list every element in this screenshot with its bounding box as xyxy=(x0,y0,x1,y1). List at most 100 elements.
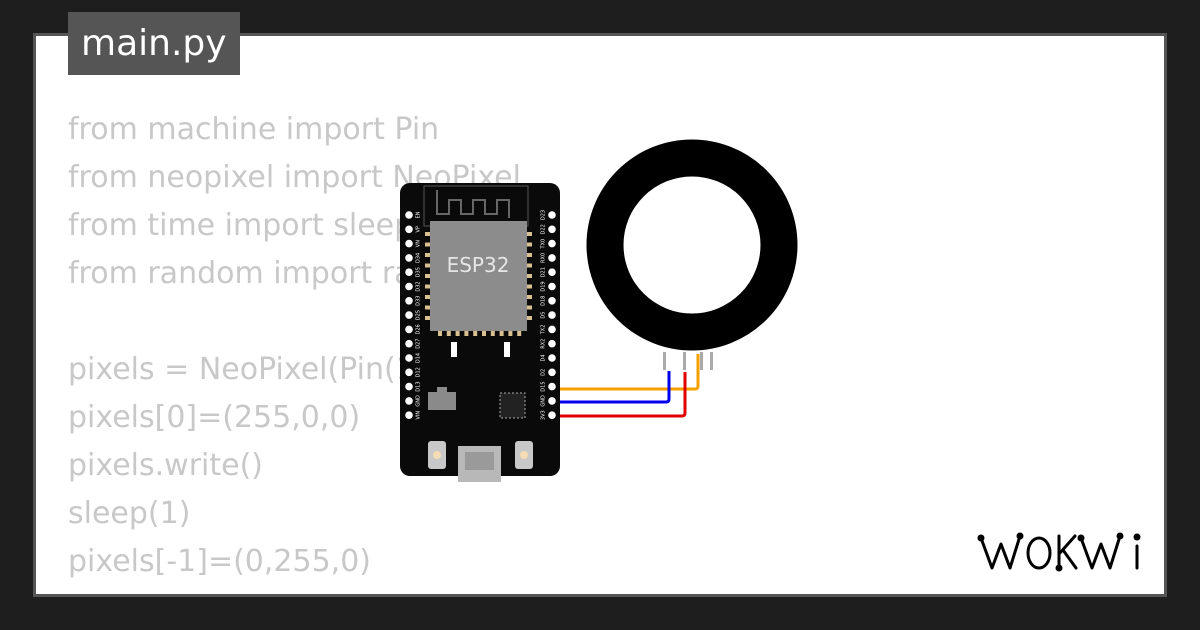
antenna-area xyxy=(423,185,529,227)
pin-hole-rx2[interactable] xyxy=(547,338,557,349)
chip-pin xyxy=(517,329,522,336)
pin-label-d23: D23 xyxy=(541,210,547,220)
board-led-1 xyxy=(451,342,457,357)
pin-hole-vn[interactable] xyxy=(404,238,414,249)
pin-hole-d23[interactable] xyxy=(547,210,557,220)
pin-hole-d21[interactable] xyxy=(547,267,557,278)
pin-hole-d35[interactable] xyxy=(404,267,414,278)
en-button-cap xyxy=(433,451,441,459)
pin-hole-d12[interactable] xyxy=(404,367,414,378)
chip-pin xyxy=(425,263,432,268)
chip-pin xyxy=(425,232,432,236)
logo-dot xyxy=(1016,532,1024,540)
pin-hole-d32[interactable] xyxy=(404,281,414,292)
pin-label-d34: D34 xyxy=(416,253,422,263)
pin-label-d4: D4 xyxy=(541,354,547,361)
voltage-regulator xyxy=(428,392,456,410)
pin-hole-vin[interactable] xyxy=(404,410,414,421)
pin-hole-tx2[interactable] xyxy=(547,324,557,335)
chip-pin xyxy=(438,329,442,336)
pin-hole-d19[interactable] xyxy=(547,281,557,292)
left-pin-header xyxy=(404,210,414,421)
logo-dot xyxy=(1133,533,1141,541)
pin-label-3v3: 3V3 xyxy=(541,410,547,420)
pin-hole-d33[interactable] xyxy=(404,296,414,306)
left-pin-labels: ENVPVND34D35D32D33D25D26D27D14D12D13GNDV… xyxy=(416,211,422,419)
pin-hole-vp[interactable] xyxy=(404,224,414,235)
pin-label-d13: D13 xyxy=(416,381,422,391)
file-tab-label: main.py xyxy=(81,23,227,64)
chip-pins xyxy=(425,232,532,336)
chip-pin xyxy=(425,242,432,247)
ring-body xyxy=(586,139,798,351)
pin-hole-en[interactable] xyxy=(404,210,414,220)
chip-pin xyxy=(525,316,532,320)
pin-hole-d22[interactable] xyxy=(547,224,557,235)
wire-data[interactable] xyxy=(552,354,700,391)
wire-power[interactable] xyxy=(552,372,687,418)
chip-pin xyxy=(425,274,432,278)
chip-pin xyxy=(525,305,532,310)
wires xyxy=(552,354,700,418)
chip-pin xyxy=(525,284,532,289)
pin-label-d2: D2 xyxy=(541,369,547,376)
pin-hole-d26[interactable] xyxy=(404,324,414,335)
pin-hole-d27[interactable] xyxy=(404,338,414,349)
pin-hole-gnd[interactable] xyxy=(404,396,414,406)
wokwi-logo[interactable] xyxy=(975,526,1150,578)
file-tab[interactable]: main.py xyxy=(68,12,240,75)
pin-hole-d5[interactable] xyxy=(547,310,557,320)
ring-pin-din xyxy=(700,352,703,370)
ring-pin-gnd xyxy=(663,352,666,370)
pin-hole-d13[interactable] xyxy=(404,381,414,392)
pin-hole-rx0[interactable] xyxy=(547,253,557,263)
esp32-board[interactable]: ESP32 ENVPVND34D35D32D33D25D26D27D14D12D… xyxy=(400,183,560,482)
pin-hole-d18[interactable] xyxy=(547,296,557,306)
regulator-tab xyxy=(437,387,447,394)
pin-label-d22: D22 xyxy=(541,224,547,234)
code-line: pixels[0]=(255,0,0) xyxy=(68,400,361,435)
pin-label-d14: D14 xyxy=(416,353,422,363)
pin-hole-d34[interactable] xyxy=(404,253,414,263)
esp32-chip xyxy=(430,221,527,331)
chip-pin xyxy=(425,305,432,310)
pin-hole-d14[interactable] xyxy=(404,353,414,363)
code-line: from time import sleep xyxy=(68,208,414,243)
pin-hole-3v3[interactable] xyxy=(547,410,557,421)
pin-hole-d15[interactable] xyxy=(547,381,557,392)
pin-hole-d25[interactable] xyxy=(404,310,414,320)
pin-label-rx0: RX0 xyxy=(541,253,547,263)
chip-pin xyxy=(446,329,451,336)
antenna-trace xyxy=(436,190,510,218)
pin-label-d5: D5 xyxy=(541,312,547,319)
micro-usb-opening xyxy=(465,452,494,470)
right-pin-labels: D23D22TX0RX0D21D19D18D5TX2RX2D4D2D15GND3… xyxy=(541,210,547,420)
code-line: pixels.write() xyxy=(68,448,263,483)
pin-label-d25: D25 xyxy=(416,310,422,320)
neopixel-ring[interactable] xyxy=(586,139,798,370)
chip-pin xyxy=(473,329,478,336)
wire-ground[interactable] xyxy=(552,371,671,404)
chip-pin xyxy=(508,329,513,336)
chip-pin xyxy=(525,242,532,247)
pin-hole-d2[interactable] xyxy=(547,367,557,378)
pin-label-d32: D32 xyxy=(416,281,422,291)
pin-hole-tx0[interactable] xyxy=(547,238,557,249)
logo-dot xyxy=(977,534,985,542)
logo-letter-o xyxy=(1026,536,1052,570)
logo-dot xyxy=(1077,534,1085,542)
pin-hole-gnd[interactable] xyxy=(547,396,557,406)
chip-pin xyxy=(525,232,532,236)
chip-pin xyxy=(425,295,432,299)
chip-pin xyxy=(425,284,432,289)
pin-label-gnd: GND xyxy=(416,395,422,407)
chip-pin xyxy=(525,274,532,278)
board-led-2 xyxy=(504,342,510,357)
pin-hole-d4[interactable] xyxy=(547,353,557,363)
pin-label-d12: D12 xyxy=(416,367,422,377)
usb-chip xyxy=(499,392,526,419)
pin-label-tx2: TX2 xyxy=(541,325,547,336)
code-line: pixels.write() xyxy=(68,586,521,594)
logo-dot xyxy=(1116,532,1124,540)
